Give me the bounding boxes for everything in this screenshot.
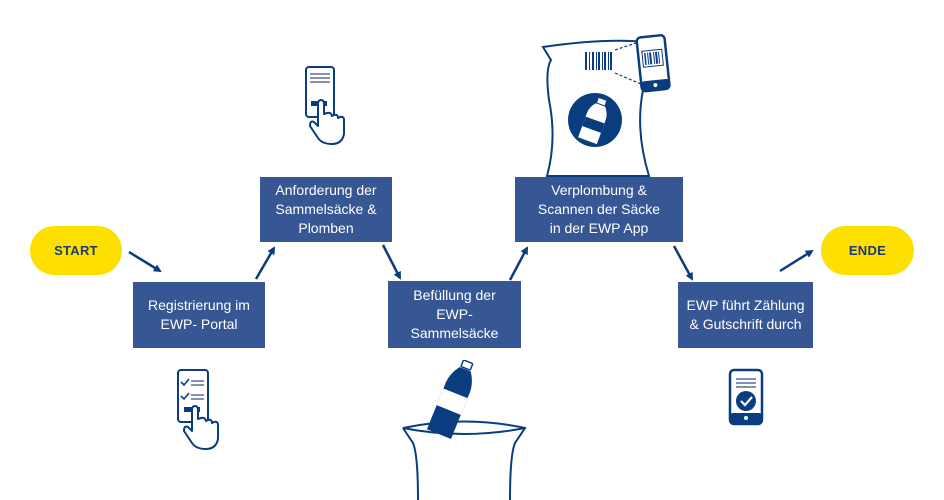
end-label: ENDE [848,243,887,258]
start-pill: START [30,226,122,275]
arrow-start-to-step1 [128,250,162,273]
phone-checklist-tap-icon [177,369,219,450]
step-registration: Registrierung im EWP- Portal [133,282,265,348]
phone-checkmark-icon [728,368,764,426]
step-seal-scan: Verplombung & Scannen der Säcke in der E… [515,177,683,242]
step-label: Anforderung der Sammelsäcke & Plomben [275,182,377,236]
step-label: EWP führt Zählung & Gutschrift durch [686,297,805,332]
arrow-step1-to-step2 [254,246,276,280]
phone-tap-icon [305,66,345,145]
arrow-step4-to-step5 [672,245,694,281]
start-label: START [54,243,98,258]
end-pill: ENDE [821,226,914,275]
step-label: Registrierung im EWP- Portal [148,297,250,332]
step-label: Verplombung & Scannen der Säcke in der E… [537,182,661,236]
step-fill-sacks: Befüllung der EWP- Sammelsäcke [388,281,521,348]
step-request-sacks: Anforderung der Sammelsäcke & Plomben [260,177,392,242]
barcode [585,52,612,70]
step-counting-credit: EWP führt Zählung & Gutschrift durch [678,282,813,348]
sack-barcode-scan-icon [541,34,671,177]
bag-with-bottle-icon [402,360,527,500]
step-label: Befüllung der EWP- Sammelsäcke [410,287,499,341]
arrow-step2-to-step3 [381,244,402,280]
arrow-step5-to-end [779,249,814,273]
arrow-step3-to-step4 [508,246,529,281]
